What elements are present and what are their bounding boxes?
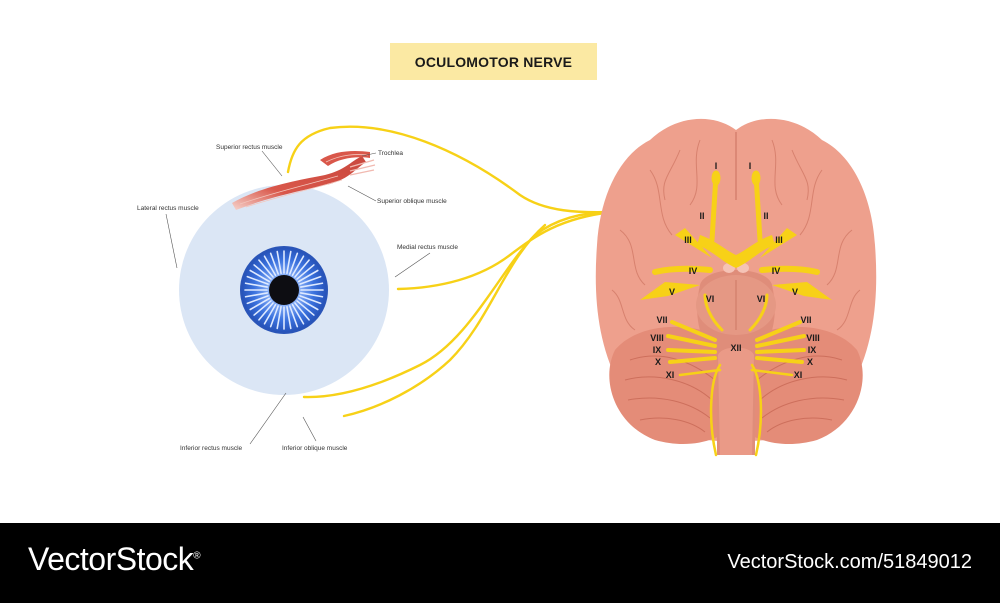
iris-fiber bbox=[276, 305, 282, 330]
label-inferior-oblique: Inferior oblique muscle bbox=[282, 445, 348, 452]
label-trochlea: Trochlea bbox=[378, 150, 403, 157]
label-inferior-rectus: Inferior rectus muscle bbox=[180, 445, 243, 452]
nerve-IX-left: IX bbox=[653, 345, 662, 355]
nerve-II-left: II bbox=[699, 211, 704, 221]
stock-id: VectorStock.com/51849012 bbox=[727, 551, 972, 573]
iris-fiber bbox=[299, 282, 324, 288]
nerve-XII: XII bbox=[730, 343, 741, 353]
nerve-V-right: V bbox=[792, 287, 798, 297]
iris-fiber bbox=[253, 264, 272, 280]
iris-fiber bbox=[296, 300, 315, 316]
iris-fiber bbox=[286, 250, 292, 275]
label-lateral-rectus: Lateral rectus muscle bbox=[137, 205, 199, 212]
iris-fiber bbox=[299, 275, 322, 285]
iris-fiber bbox=[249, 297, 271, 311]
iris-fiber bbox=[263, 255, 277, 277]
oculomotor-diagram: Superior rectus muscle Trochlea Superior… bbox=[137, 118, 877, 457]
iris-fiber bbox=[291, 303, 305, 325]
iris-fiber bbox=[289, 305, 299, 328]
nerve-IX-right: IX bbox=[808, 345, 817, 355]
iris-fiber bbox=[249, 269, 271, 283]
label-superior-rectus: Superior rectus muscle bbox=[216, 144, 283, 151]
iris-fiber bbox=[299, 292, 324, 298]
iris-fiber bbox=[291, 255, 305, 277]
iris-fiber bbox=[289, 252, 299, 275]
nerve-numerals: I I II II III III IV IV V V VI VI VII VI… bbox=[650, 161, 820, 380]
nerve-VII-right: VII bbox=[800, 315, 811, 325]
label-medial-rectus: Medial rectus muscle bbox=[397, 244, 458, 251]
iris-fiber bbox=[244, 292, 269, 298]
oculomotor-nerve-branches bbox=[286, 125, 614, 418]
cranial-nerves bbox=[640, 170, 832, 457]
iris-fiber bbox=[246, 295, 269, 305]
iris-fiber bbox=[246, 275, 269, 285]
brand-name: VectorStock bbox=[28, 541, 194, 577]
iris-fiber bbox=[286, 305, 292, 330]
iris-fiber bbox=[269, 252, 279, 275]
iris-fiber bbox=[296, 264, 315, 280]
registered-mark: ® bbox=[193, 550, 201, 562]
nerve-XI-left: XI bbox=[666, 370, 675, 380]
nerve-I-left: I bbox=[715, 161, 718, 171]
nerve-XI-right: XI bbox=[794, 370, 803, 380]
label-superior-oblique: Superior oblique muscle bbox=[377, 198, 447, 205]
iris-fiber bbox=[297, 269, 319, 283]
title-banner: OCULOMOTOR NERVE bbox=[390, 43, 597, 80]
iris-fiber bbox=[299, 295, 322, 305]
iris-fiber bbox=[253, 300, 272, 316]
nerve-III-right: III bbox=[775, 235, 783, 245]
brand-logo: VectorStock® bbox=[28, 541, 201, 578]
nerve-X-left: X bbox=[655, 357, 661, 367]
iris-fiber bbox=[244, 282, 269, 288]
nerve-IV-left: IV bbox=[689, 266, 698, 276]
nerve-VI-right: VI bbox=[757, 294, 766, 304]
iris-fiber bbox=[269, 305, 279, 328]
nerve-VII-left: VII bbox=[656, 315, 667, 325]
iris-fiber bbox=[294, 302, 310, 321]
brain bbox=[595, 118, 877, 455]
nerve-IV-right: IV bbox=[772, 266, 781, 276]
superior-muscles bbox=[232, 150, 376, 210]
nerve-X-right: X bbox=[807, 357, 813, 367]
iris-fiber bbox=[276, 250, 282, 275]
page-title: OCULOMOTOR NERVE bbox=[414, 53, 573, 70]
nerve-VIII-right: VIII bbox=[806, 333, 820, 343]
illustration-canvas: Superior rectus muscle Trochlea Superior… bbox=[137, 43, 877, 457]
nerve-II-right: II bbox=[763, 211, 768, 221]
nerve-VI-left: VI bbox=[706, 294, 715, 304]
iris-fiber bbox=[297, 297, 319, 311]
nerve-I-right: I bbox=[749, 161, 752, 171]
iris-fiber bbox=[258, 302, 274, 321]
pupil bbox=[269, 275, 299, 305]
iris-fiber bbox=[263, 303, 277, 325]
iris-fiber bbox=[294, 259, 310, 278]
iris-fiber bbox=[258, 259, 274, 278]
nerve-III-left: III bbox=[684, 235, 692, 245]
nerve-VIII-left: VIII bbox=[650, 333, 664, 343]
nerve-V-left: V bbox=[669, 287, 675, 297]
watermark-footer: VectorStock® VectorStock.com/51849012 bbox=[0, 523, 1000, 603]
